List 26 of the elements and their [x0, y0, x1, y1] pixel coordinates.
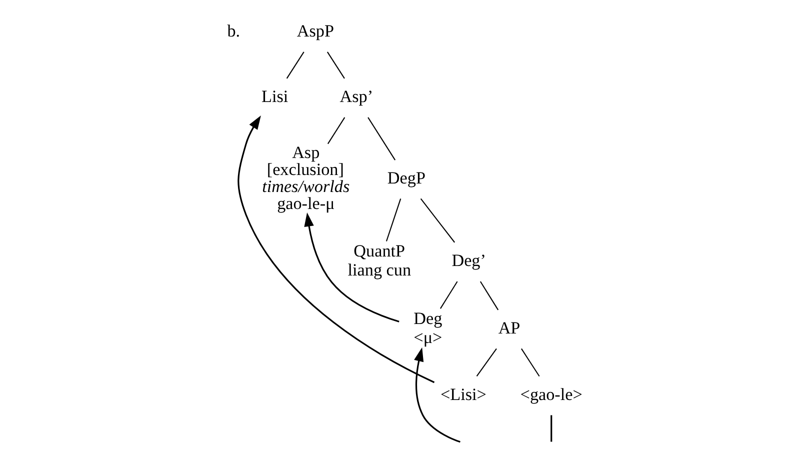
- node-text: AspP: [296, 21, 334, 40]
- arrow: [414, 346, 460, 442]
- node-text: <Lisi>: [440, 384, 486, 404]
- node-text: Deg’: [451, 250, 486, 270]
- connector: [476, 348, 496, 376]
- connector: [367, 116, 396, 160]
- node-text: Asp [exclusion] times/worlds gao-le-μ: [262, 142, 350, 213]
- connector: [286, 51, 304, 78]
- arrow: [304, 212, 399, 322]
- arrow: [237, 115, 434, 383]
- connector: [440, 280, 458, 308]
- connector: [385, 198, 401, 241]
- node-text: Asp’: [339, 86, 373, 106]
- connector: [520, 348, 540, 376]
- connector: [326, 116, 345, 144]
- connector: [479, 280, 498, 310]
- node-text: <gao-le>: [520, 384, 582, 404]
- node-text: Lisi: [261, 86, 288, 106]
- node-text: AP: [498, 318, 520, 337]
- connector: [550, 414, 552, 442]
- node-text: QuantP liang cun: [347, 240, 411, 280]
- node-text: Deg <μ>: [413, 308, 442, 347]
- connector: [420, 198, 455, 242]
- connector: [326, 51, 344, 78]
- label: b.: [226, 21, 240, 40]
- node-text: DegP: [386, 168, 425, 187]
